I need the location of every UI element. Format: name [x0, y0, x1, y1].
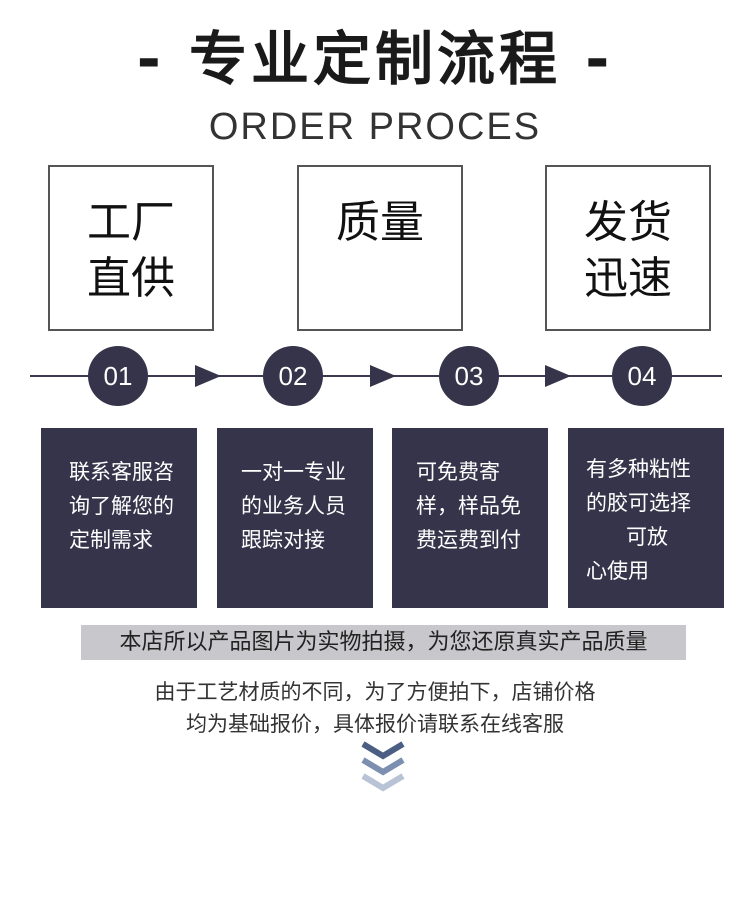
step-number-4: 04 [612, 346, 672, 406]
feature-line: 质量 [336, 197, 424, 248]
arrow-right-icon [370, 365, 396, 387]
notice-line-1: 由于工艺材质的不同，为了方便拍下，店铺价格 [154, 680, 596, 704]
notice-line-2: 均为基础报价，具体报价请联系在线客服 [186, 712, 564, 736]
feature-factory-direct: 工厂直供 [48, 165, 214, 331]
step-text: 有多种粘性 [586, 457, 691, 481]
arrow-right-icon [195, 365, 221, 387]
step-text: 跟踪对接 [241, 528, 325, 552]
feature-line: 迅速 [584, 253, 672, 304]
notice-band: 本店所以产品图片为实物拍摄，为您还原真实产品质量 [81, 625, 686, 660]
step-text: 的业务人员 [241, 494, 346, 518]
feature-line: 发货 [584, 197, 672, 248]
step-text: 联系客服咨 [69, 460, 174, 484]
arrow-right-icon [545, 365, 571, 387]
step-number-1: 01 [88, 346, 148, 406]
step-text: 可放 [586, 525, 669, 549]
step-number-3: 03 [439, 346, 499, 406]
step-card-3: 可免费寄样，样品免费运费到付 [392, 428, 548, 608]
step-text: 样，样品免 [416, 494, 521, 518]
feature-line: 直供 [87, 253, 175, 304]
step-card-4: 有多种粘性的胶可选择 可放心使用 [568, 428, 724, 608]
step-text: 心使用 [586, 559, 649, 583]
step-text: 一对一专业 [241, 460, 346, 484]
chevron-down-icon [361, 741, 405, 792]
step-text: 费运费到付 [416, 528, 521, 552]
step-text: 可免费寄 [416, 460, 500, 484]
step-text: 定制需求 [69, 528, 153, 552]
feature-quality: 质量 [297, 165, 463, 331]
feature-line: 工厂 [87, 197, 175, 248]
feature-fast-shipping: 发货迅速 [545, 165, 711, 331]
page-title: - 专业定制流程 - [136, 25, 614, 93]
page-subtitle: ORDER PROCES [208, 106, 542, 148]
step-text: 的胶可选择 [586, 491, 691, 515]
step-card-1: 联系客服咨询了解您的定制需求 [41, 428, 197, 608]
step-card-2: 一对一专业的业务人员跟踪对接 [217, 428, 373, 608]
step-text: 询了解您的 [69, 494, 174, 518]
step-number-2: 02 [263, 346, 323, 406]
